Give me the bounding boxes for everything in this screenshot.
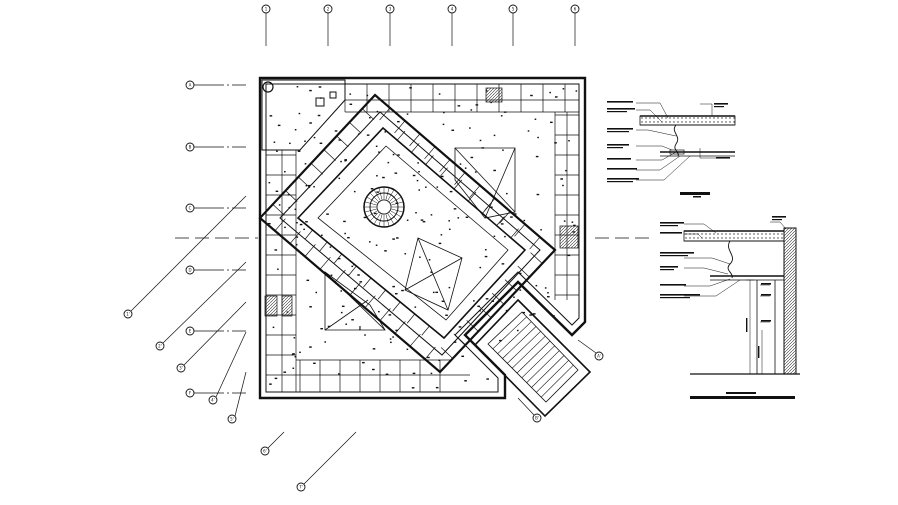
rotated-core-wing — [258, 93, 557, 374]
grid-bubble-label: 1' — [126, 312, 130, 317]
building-outline — [258, 76, 587, 400]
grid-bubble-label: B' — [535, 416, 539, 421]
grid-bubble-top-1: 1 — [261, 4, 271, 14]
grid-bubble-label: 3 — [389, 7, 392, 12]
grid-bubble-label: B — [189, 145, 192, 150]
grid-bubble-label: 3' — [179, 366, 183, 371]
grid-bubble-label: 5' — [230, 417, 234, 422]
grid-bubble-label: 2' — [158, 344, 162, 349]
grid-bubble-top-6: 6 — [570, 4, 580, 14]
room-partitions — [266, 84, 579, 392]
grid-bubble-label: 2 — [327, 7, 330, 12]
grid-bubble-left-d: D — [185, 265, 195, 275]
courtyard-east — [454, 147, 516, 219]
hatched-shafts — [264, 87, 579, 317]
grid-bubble-left-a: A — [185, 80, 195, 90]
grid-bubble-left-e: E — [185, 326, 195, 336]
top-grid-lines — [265, 13, 576, 46]
grid-bubble-diag-7: 7' — [296, 482, 306, 492]
grid-bubble-label: 6 — [574, 7, 577, 12]
grid-bubble-label: C — [189, 206, 192, 211]
grid-bubble-annex-1: A' — [594, 351, 604, 361]
section-detail-lower — [660, 216, 800, 399]
courtyard-center — [404, 237, 463, 311]
grid-bubble-label: 4' — [211, 398, 215, 403]
grid-bubble-top-3: 3 — [385, 4, 395, 14]
grid-bubble-annex-2: B' — [532, 413, 542, 423]
grid-bubble-top-4: 4 — [447, 4, 457, 14]
grid-bubble-label: A' — [597, 354, 601, 359]
grid-bubble-diag-3: 3' — [176, 363, 186, 373]
grid-bubble-label: F — [189, 391, 192, 396]
grid-bubble-top-2: 2 — [323, 4, 333, 14]
grid-bubble-label: 1 — [265, 7, 268, 12]
spiral-stair — [363, 186, 405, 228]
corner-room-top-left — [261, 79, 346, 151]
grid-bubble-left-c: C — [185, 203, 195, 213]
section-detail-upper — [607, 101, 736, 198]
grid-bubble-left-b: B — [185, 142, 195, 152]
grid-bubbles: 1 2 3 4 5 6A B C D E F 1' 2' 3' 4' 5' 6' 7' A' B' — [123, 4, 604, 492]
grid-bubble-label: 7' — [299, 485, 303, 490]
grid-bubble-diag-4: 4' — [208, 395, 218, 405]
grid-bubble-label: A — [189, 83, 192, 88]
grid-bubble-label: 6' — [263, 449, 267, 454]
courtyard-south — [324, 271, 386, 331]
grid-bubble-top-5: 5 — [508, 4, 518, 14]
grid-bubble-diag-5: 5' — [227, 414, 237, 424]
grid-bubble-diag-2: 2' — [155, 341, 165, 351]
diagonal-grid-lines — [130, 195, 597, 485]
grid-bubble-label: 4 — [451, 7, 454, 12]
electrical-fixtures — [268, 86, 578, 389]
grid-bubble-label: D — [188, 268, 191, 273]
left-grid-lines — [194, 84, 246, 394]
grid-bubble-diag-6: 6' — [260, 446, 270, 456]
grid-bubble-label: E — [189, 329, 192, 334]
grid-bubble-diag-1: 1' — [123, 309, 133, 319]
southeast-annex — [473, 298, 592, 418]
grid-bubble-left-f: F — [185, 388, 195, 398]
grid-bubble-label: 5 — [512, 7, 515, 12]
